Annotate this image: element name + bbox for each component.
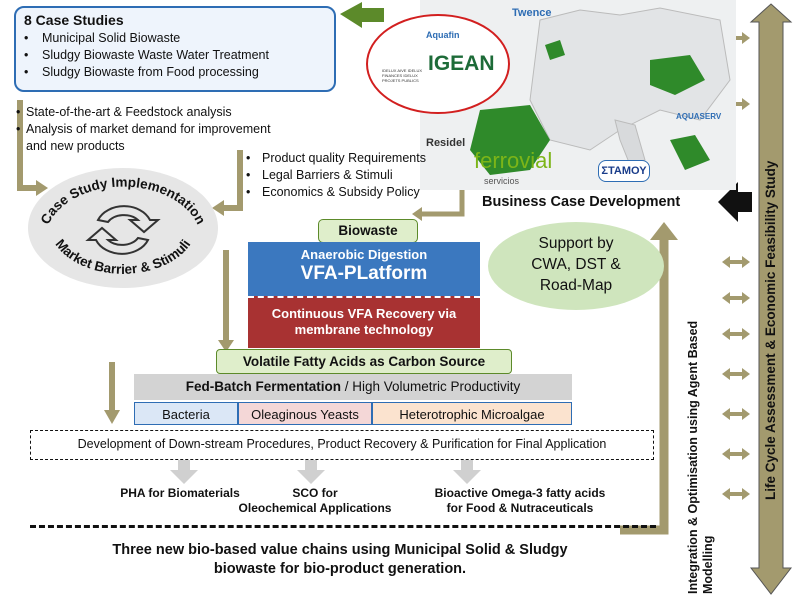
product-line1: SCO for [292,486,338,500]
fed-batch-label: Fed-Batch Fermentation [185,379,341,394]
product-line1: PHA for Biomaterials [120,486,240,500]
case-study-item: •Municipal Solid Biowaste [24,31,181,45]
support-line3: Road-Map [539,277,613,294]
lca-label: Life Cycle Assessment & Economic Feasibi… [763,160,778,500]
olive-arrowhead-left [36,180,48,196]
ferrovial-label: ferrovial [474,148,553,173]
olive-arrowhead-platform [218,340,234,352]
product-pha: PHA for Biomaterials [70,486,290,501]
vfa-carbon-source: Volatile Fatty Acids as Carbon Source [216,349,512,374]
olive-connector-left [17,100,36,191]
organism-microalgae: Heterotrophic Microalgae [372,402,572,425]
vfa-recovery-line2: membrane technology [294,322,434,337]
product-line1: Bioactive Omega-3 fatty acids [434,486,606,500]
analysis-list: •State-of-the-art & Feedstock analysis •… [16,104,346,155]
aquafin-label: Aquafin [426,30,460,40]
case-study-cycle [28,168,218,288]
case-study-item: •Sludgy Biowaste from Food processing [24,65,259,79]
ferrovial-sub-label: servicios [484,176,520,186]
lca-vertical-arrow [749,3,793,595]
case-study-item: •Sludgy Biowaste Waste Water Treatment [24,48,269,62]
product-sco: SCO for Oleochemical Applications [210,486,420,516]
analysis-item: •Analysis of market demand for improveme… [16,122,271,136]
product-omega3: Bioactive Omega-3 fatty acids for Food &… [400,486,640,516]
idelux-label: IDELUX AIVE IDELUX FINANCES IDELUX PROJE… [382,68,423,83]
integration-vertical-text: Integration & Optimisation using Agent B… [686,321,716,594]
conclusion-line1: Three new bio-based value chains using M… [112,542,568,558]
business-case-title: Business Case Development [482,194,681,210]
twence-label: Twence [512,7,552,19]
requirement-item-label: Economics & Subsidy Policy [262,185,420,199]
black-left-arrow [718,182,752,222]
olive-arrowhead-right [212,200,224,216]
cycle-top-text: Case Study Implementation [38,175,209,227]
support-line1: Support by [538,235,614,252]
case-studies-title: 8 Case Studies [24,12,124,28]
vfa-recovery-box: Continuous VFA Recovery via membrane tec… [248,296,480,348]
stamoy-label: ΣΤΑΜΟΥ [601,165,647,177]
igean-label: IGEAN [428,52,495,75]
aquaserv-logo: AQUASERV [676,112,721,121]
ferrovial-subtitle: servicios [484,176,519,186]
support-line2: CWA, DST & [531,256,621,273]
aquaserv-label: AQUASERV [676,112,722,121]
ferrovial-logo: ferrovial [474,148,552,174]
ad-title: Anaerobic Digestion [300,247,428,262]
olive-arrowhead-business [650,222,678,240]
analysis-item-label: State-of-the-art & Feedstock analysis [26,105,232,119]
product-line2: for Food & Nutraceuticals [446,501,594,515]
conclusion-line2: biowaste for bio-product generation. [213,561,467,577]
green-left-arrow [340,2,384,28]
olive-connector-right [222,150,243,211]
case-studies-box: 8 Case Studies •Municipal Solid Biowaste… [14,6,336,92]
analysis-item: •State-of-the-art & Feedstock analysis [16,105,232,119]
requirement-item: •Economics & Subsidy Policy [246,185,420,199]
requirement-item-label: Product quality Requirements [262,151,426,165]
cycle-arrows-icon [85,205,161,255]
requirement-item-label: Legal Barriers & Stimuli [262,168,393,182]
downstream-box: Development of Down-stream Procedures, P… [30,430,654,460]
olive-connector-business [620,240,669,535]
analysis-item-label: and new products [26,139,125,153]
case-study-item-label: Sludgy Biowaste Waste Water Treatment [42,48,269,62]
bottom-divider [30,525,656,528]
integration-line2: Modelling [701,535,715,594]
integration-line1: Integration & Optimisation using Agent B… [686,320,700,594]
requirements-list: •Product quality Requirements •Legal Bar… [246,150,462,201]
olive-arrowhead-residel [412,207,422,221]
analysis-item: and new products [26,138,346,155]
requirement-item: •Legal Barriers & Stimuli [246,168,393,182]
igean-logo: IGEAN [428,52,495,76]
twence-logo: Twence [512,7,552,19]
requirement-item: •Product quality Requirements [246,151,426,165]
support-ellipse: Support by CWA, DST & Road-Map [488,222,664,310]
organism-yeasts: Oleaginous Yeasts [238,402,372,425]
lca-vertical-text: Life Cycle Assessment & Economic Feasibi… [763,161,779,500]
belgium-logo-circle [366,14,510,114]
residel-logo: Residel [426,137,465,149]
product-line2: Oleochemical Applications [238,501,392,515]
cycle-bottom-text: Market Barrier & Stimuli [53,236,194,277]
fed-batch-rest: / High Volumetric Productivity [340,379,521,394]
conclusion-text: Three new bio-based value chains using M… [40,541,640,579]
map-shapes [470,7,731,175]
fed-batch-bar: Fed-Batch Fermentation / High Volumetric… [134,374,572,400]
case-study-item-label: Sludgy Biowaste from Food processing [42,65,259,79]
stamoy-logo: ΣΤΑΜΟΥ [598,160,650,182]
residel-label: Residel [426,137,466,149]
vfa-platform-title: VFA-PLatform [300,263,428,284]
gray-down-arrows [170,460,481,484]
idelux-logo: IDELUX AIVE IDELUX FINANCES IDELUX PROJE… [382,68,426,83]
aquafin-logo: Aquafin [426,30,460,40]
case-study-item-label: Municipal Solid Biowaste [42,31,181,45]
olive-arrowhead-bacteria [104,410,120,424]
biowaste-label: Biowaste [318,219,418,243]
organism-bacteria: Bacteria [134,402,238,425]
analysis-item-label: Analysis of market demand for improvemen… [26,122,271,136]
vfa-recovery-line1: Continuous VFA Recovery via [271,306,457,321]
anaerobic-digestion-box: Anaerobic Digestion VFA-PLatform [248,242,480,296]
cycle-graphic: Case Study Implementation Market Barrier… [38,175,209,277]
